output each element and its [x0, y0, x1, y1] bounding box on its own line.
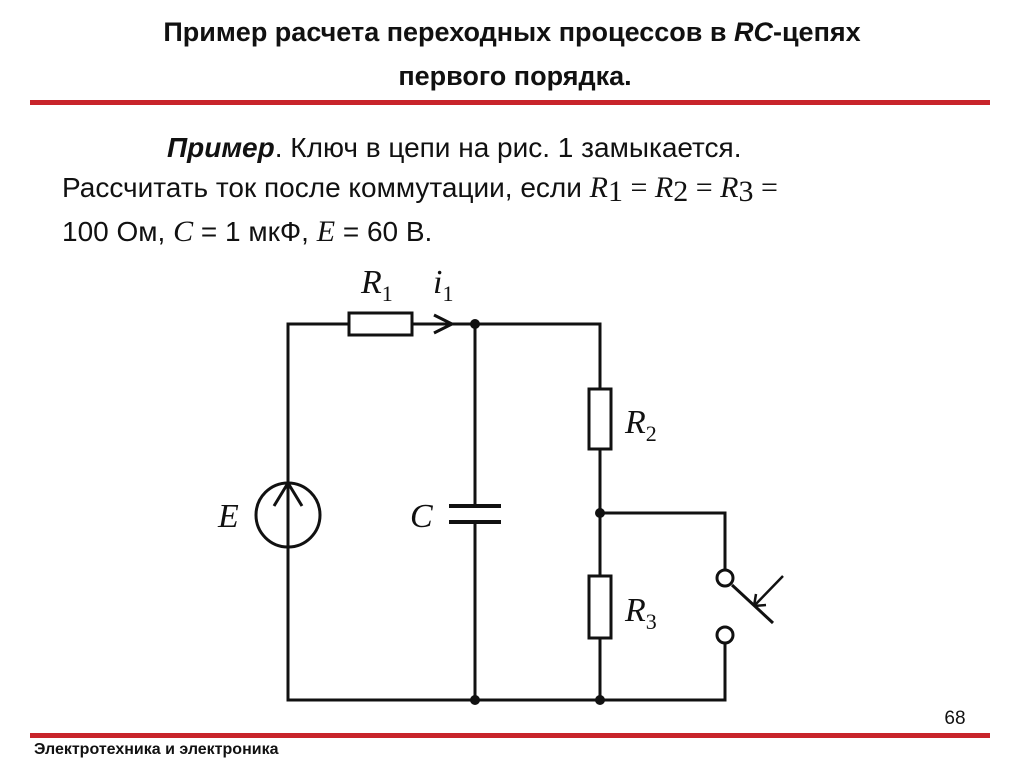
footer-course-name: Электротехника и электроника — [34, 741, 279, 758]
title-line-2: первого порядка. — [398, 61, 632, 91]
eq-sign-3: = — [753, 171, 778, 204]
eq-r3-sub: 3 — [738, 175, 754, 208]
label-r1: R1 — [360, 264, 393, 306]
switch-icon — [715, 568, 784, 645]
problem-line-3: 100 Ом, C = 1 мкФ, E = 60 В. — [62, 212, 982, 252]
wire-switch-upper — [598, 511, 727, 572]
eq-r1: R — [589, 171, 608, 204]
problem-line-2: Рассчитать ток после коммутации, если R1… — [62, 168, 982, 212]
problem-line-1-text: . Ключ в цепи на рис. 1 замыкается. — [274, 132, 742, 163]
junction-dot-top — [470, 319, 480, 329]
comma: , — [157, 216, 174, 247]
emf-symbol: E — [316, 215, 336, 248]
junction-dot-bottom-right — [595, 695, 605, 705]
label-r3: R3 — [624, 592, 657, 634]
slide-title: Пример расчета переходных процессов в RC… — [0, 10, 1024, 98]
junction-dot-middle — [595, 508, 605, 518]
resistor-r1 — [347, 311, 414, 337]
emf-value: = 60 В. — [335, 216, 433, 247]
page-number: 68 — [944, 708, 966, 729]
current-arrow-icon — [433, 313, 456, 335]
eq-sign-2: = — [688, 171, 721, 204]
eq-r2: R — [654, 171, 674, 204]
wire-top-right — [410, 322, 602, 391]
resistor-r3 — [587, 574, 613, 640]
problem-lead: Пример — [167, 132, 275, 163]
problem-line-1: Пример. Ключ в цепи на рис. 1 замыкается… — [62, 128, 982, 168]
label-r2: R2 — [624, 404, 657, 446]
bottom-divider — [30, 733, 990, 738]
label-c: C — [410, 498, 433, 535]
voltage-source-icon — [254, 480, 322, 549]
title-line-1: Пример расчета переходных процессов в RC… — [0, 10, 1024, 54]
title-text-b: -цепях — [772, 17, 861, 47]
title-text-a: Пример расчета переходных процессов в — [163, 17, 734, 47]
eq-sign-1: = — [623, 171, 655, 204]
eq-r2-sub: 2 — [673, 175, 689, 208]
top-divider — [30, 100, 990, 105]
problem-statement: Пример. Ключ в цепи на рис. 1 замыкается… — [62, 128, 982, 252]
cap-value: = 1 мкФ, — [193, 216, 317, 247]
problem-line-2-text: Рассчитать ток после коммутации, если — [62, 172, 590, 203]
resistor-r2 — [587, 387, 613, 451]
wire-bottom — [286, 545, 727, 702]
eq-r3: R — [720, 171, 739, 204]
resistance-value: 100 Ом — [62, 216, 158, 247]
title-rc: RC — [733, 17, 773, 47]
label-e: E — [217, 498, 239, 535]
junction-dot-bottom-left — [470, 695, 480, 705]
cap-symbol: C — [173, 215, 194, 248]
label-i1: i1 — [433, 264, 453, 306]
eq-r1-sub: 1 — [608, 175, 623, 208]
